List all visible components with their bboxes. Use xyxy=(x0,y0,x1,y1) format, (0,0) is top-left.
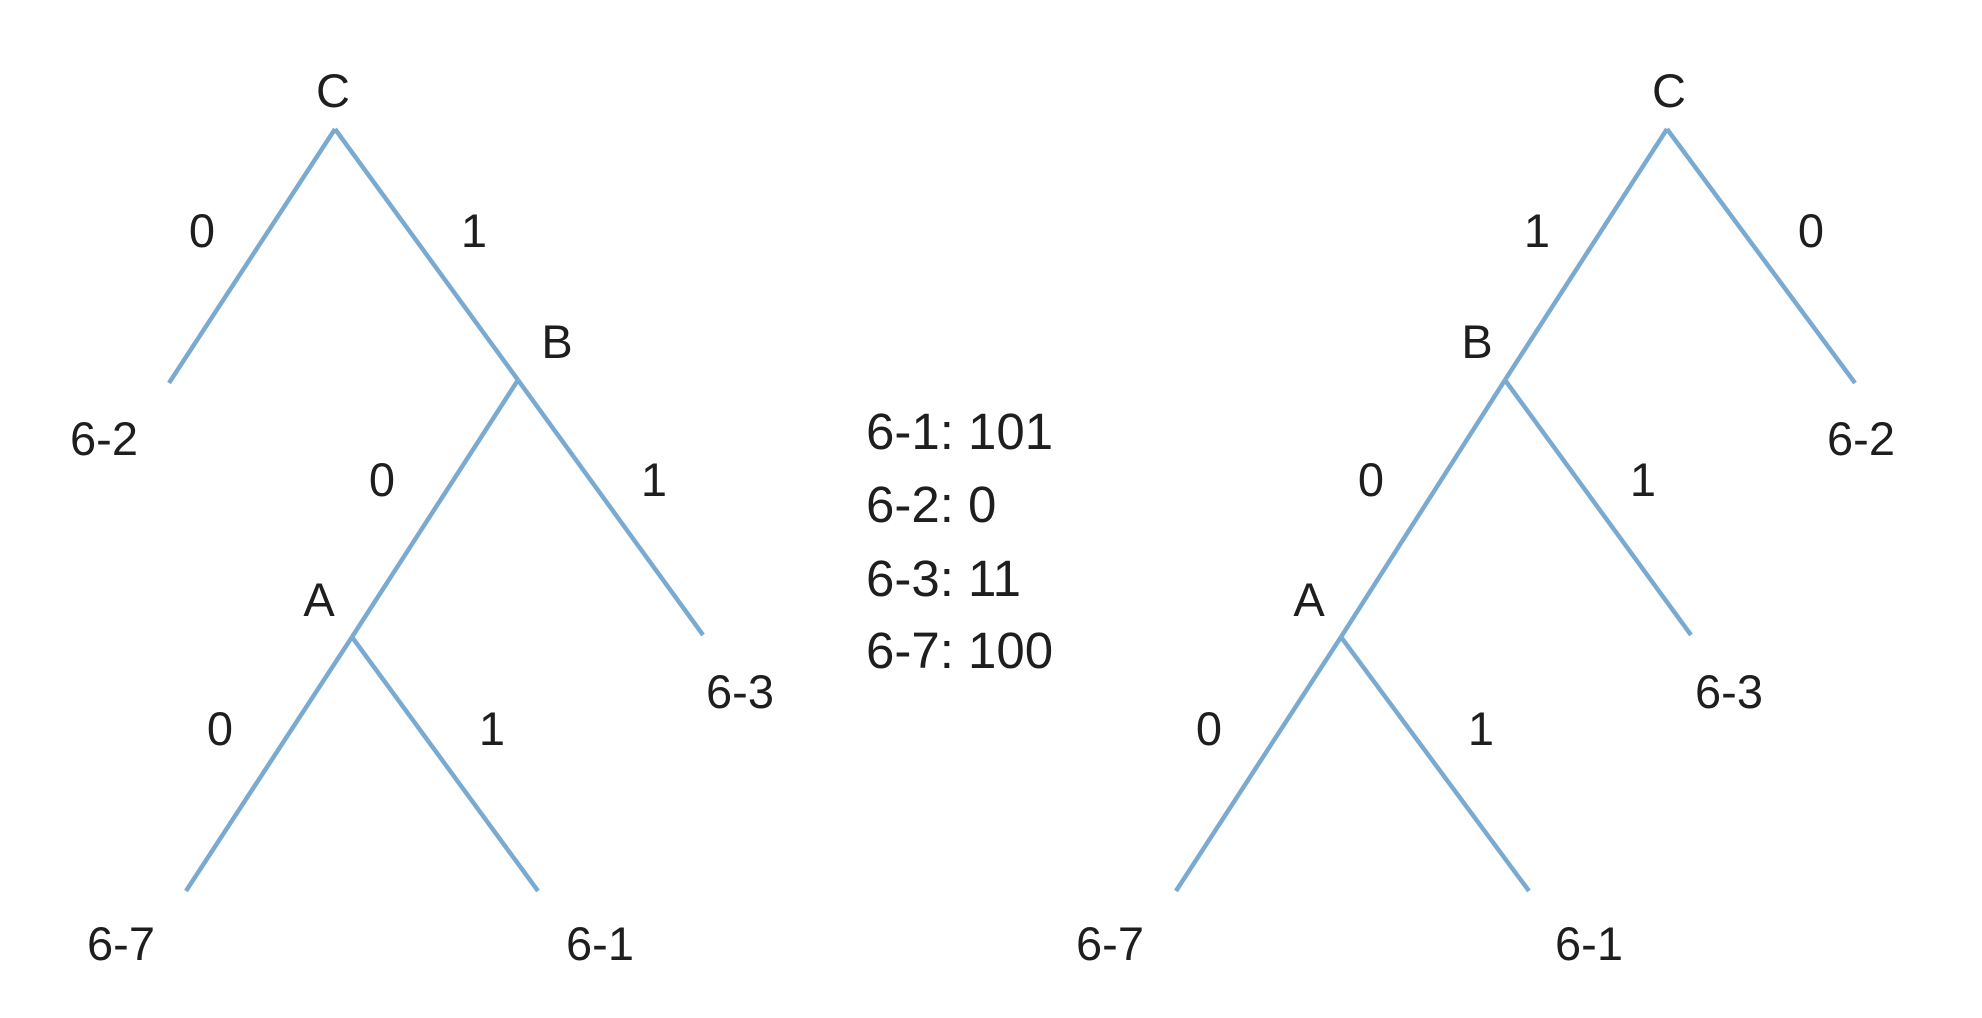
right-edge-c-left-weight: 1 xyxy=(1524,204,1550,257)
left-node-c-label: C xyxy=(316,64,350,117)
left-edge-c-to-leaf xyxy=(167,127,337,385)
right-edge-c-right-weight: 0 xyxy=(1798,204,1824,257)
left-edge-b-to-a xyxy=(350,378,520,639)
right-edge-c-to-leaf xyxy=(1665,127,1857,385)
right-edge-b-right-weight: 1 xyxy=(1630,453,1656,506)
right-edge-a-right-weight: 1 xyxy=(1468,702,1494,755)
left-leaf-6-1-label: 6-1 xyxy=(566,917,634,970)
left-edge-a-to-leaf-left xyxy=(184,635,354,893)
left-node-b-label: B xyxy=(541,315,572,368)
left-edge-c-right-weight: 1 xyxy=(461,204,487,257)
left-edge-a-right-weight: 1 xyxy=(479,702,505,755)
code-line-6-7: 6-7: 100 xyxy=(866,622,1053,679)
left-leaf-6-7-label: 6-7 xyxy=(87,917,155,970)
right-edge-b-to-leaf xyxy=(1503,378,1693,637)
right-node-a-label: A xyxy=(1293,573,1325,626)
code-line-6-3: 6-3: 11 xyxy=(866,550,1021,607)
right-leaf-6-1-label: 6-1 xyxy=(1555,917,1623,970)
right-leaf-6-7-label: 6-7 xyxy=(1076,917,1144,970)
right-leaf-6-3-label: 6-3 xyxy=(1695,665,1763,718)
right-edge-b-left-weight: 0 xyxy=(1358,453,1384,506)
left-leaf-6-2-label: 6-2 xyxy=(70,412,138,465)
left-edge-c-left-weight: 0 xyxy=(189,204,215,257)
code-table: 6-1: 101 6-2: 0 6-3: 11 6-7: 100 xyxy=(866,403,1053,679)
right-node-c-label: C xyxy=(1652,64,1686,117)
left-node-a-label: A xyxy=(303,573,335,626)
right-edge-a-to-leaf-right xyxy=(1339,635,1531,893)
right-edge-b-to-a xyxy=(1339,378,1507,639)
left-edge-c-to-b xyxy=(333,127,520,382)
left-edge-b-right-weight: 1 xyxy=(641,453,667,506)
right-edge-a-to-leaf-left xyxy=(1174,635,1343,893)
right-tree: C B A 1 0 0 1 0 1 6-2 6-3 6-7 6-1 xyxy=(1076,64,1895,970)
left-edge-b-to-leaf xyxy=(516,378,705,637)
right-leaf-6-2-label: 6-2 xyxy=(1827,412,1895,465)
left-edge-a-left-weight: 0 xyxy=(207,702,233,755)
left-tree: C B A 0 1 0 1 0 1 6-2 6-3 6-7 6-1 xyxy=(70,64,774,970)
code-line-6-2: 6-2: 0 xyxy=(866,476,996,533)
right-node-b-label: B xyxy=(1461,315,1492,368)
code-line-6-1: 6-1: 101 xyxy=(866,403,1053,460)
right-edge-a-left-weight: 0 xyxy=(1196,702,1222,755)
left-leaf-6-3-label: 6-3 xyxy=(706,665,774,718)
left-edge-a-to-leaf-right xyxy=(350,635,540,893)
left-edge-b-left-weight: 0 xyxy=(369,453,395,506)
right-edge-c-to-b xyxy=(1503,127,1669,382)
